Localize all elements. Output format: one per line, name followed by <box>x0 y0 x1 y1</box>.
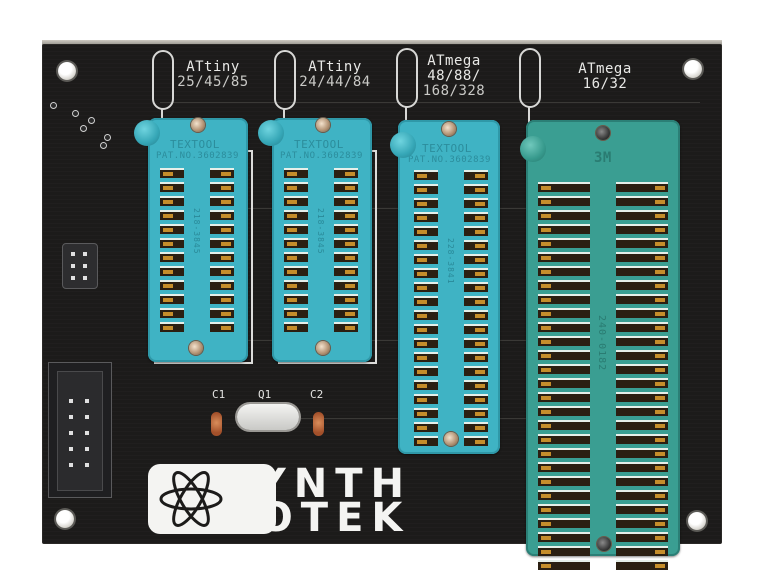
screw-icon <box>316 341 330 355</box>
contact-column-left <box>414 170 438 450</box>
zif-lever-atmega-328[interactable] <box>390 132 416 158</box>
via <box>80 125 87 132</box>
trace <box>160 102 700 103</box>
box-header-2x5[interactable] <box>48 362 112 498</box>
lever-outline <box>274 50 296 110</box>
via <box>88 117 95 124</box>
zif-socket-atmega-328[interactable]: TEXTOOL PAT.NO.3602839 228-3841 <box>398 120 500 454</box>
socket-patent: PAT.NO.3602839 <box>280 151 363 161</box>
atom-icon <box>159 471 223 527</box>
trace <box>245 208 530 209</box>
socket-label-attiny-85: ATtiny 25/45/85 <box>177 59 249 90</box>
crystal-q1 <box>237 404 299 430</box>
isp-header-2x3[interactable] <box>62 243 98 289</box>
screw-icon <box>444 432 458 446</box>
socket-brand: TEXTOOL <box>422 142 472 155</box>
contact-column-right <box>616 182 668 574</box>
logo-text-line2: ROTEK <box>220 495 411 541</box>
zif-lever-attiny-85[interactable] <box>134 120 160 146</box>
lever-outline <box>396 48 418 108</box>
component-label-c1: C1 <box>212 388 226 401</box>
socket-part-number: 228-3841 <box>446 238 455 285</box>
via <box>100 142 107 149</box>
contact-column-right <box>334 168 358 336</box>
screw-icon <box>596 126 610 140</box>
screw-icon <box>316 118 330 132</box>
lever-outline <box>152 50 174 110</box>
pcb-top-edge <box>42 40 722 46</box>
contact-column-left <box>284 168 308 336</box>
logo-text-line1: SYNTH <box>220 461 413 507</box>
screw-icon <box>191 118 205 132</box>
zif-lever-attiny-84[interactable] <box>258 120 284 146</box>
capacitor-c1 <box>211 412 222 436</box>
socket-brand: TEXTOOL <box>294 138 344 151</box>
socket-part-number: 218-3845 <box>316 208 325 255</box>
socket-label-atmega-328: ATmega 48/88/ 168/328 <box>422 53 486 99</box>
via <box>104 134 111 141</box>
mounting-hole-top-left <box>58 62 76 80</box>
socket-patent: PAT.NO.3602839 <box>408 155 491 165</box>
via <box>72 110 79 117</box>
screw-icon <box>597 537 611 551</box>
contact-column-right <box>464 170 488 450</box>
contact-column-left <box>538 182 590 574</box>
mounting-hole-bottom-right <box>688 512 706 530</box>
socket-part-number: 240-0182 <box>596 315 607 372</box>
socket-patent: PAT.NO.3602839 <box>156 151 239 161</box>
zif-socket-attiny-85[interactable]: TEXTOOL PAT.NO.3602839 218-3845 <box>148 118 248 362</box>
socket-label-atmega-32: ATmega 16/32 <box>578 61 632 92</box>
socket-brand: 3M <box>594 150 612 166</box>
contact-column-left <box>160 168 184 336</box>
component-label-c2: C2 <box>310 388 324 401</box>
zif-lever-atmega-32[interactable] <box>520 136 546 162</box>
mounting-hole-bottom-left <box>56 510 74 528</box>
trace <box>245 340 530 341</box>
mounting-hole-top-right <box>684 60 702 78</box>
contact-column-right <box>210 168 234 336</box>
zif-socket-atmega-32[interactable]: 3M 240-0182 <box>526 120 680 570</box>
zif-socket-attiny-84[interactable]: TEXTOOL PAT.NO.3602839 218-3845 <box>272 118 372 362</box>
component-label-q1: Q1 <box>258 388 272 401</box>
socket-brand: TEXTOOL <box>170 138 220 151</box>
synthrotek-logo-badge <box>148 464 276 534</box>
via <box>50 102 57 109</box>
socket-part-number: 218-3845 <box>192 208 201 255</box>
screw-icon <box>442 122 456 136</box>
lever-outline <box>519 48 541 108</box>
screw-icon <box>189 341 203 355</box>
socket-label-attiny-84: ATtiny 24/44/84 <box>299 59 371 90</box>
capacitor-c2 <box>313 412 324 436</box>
